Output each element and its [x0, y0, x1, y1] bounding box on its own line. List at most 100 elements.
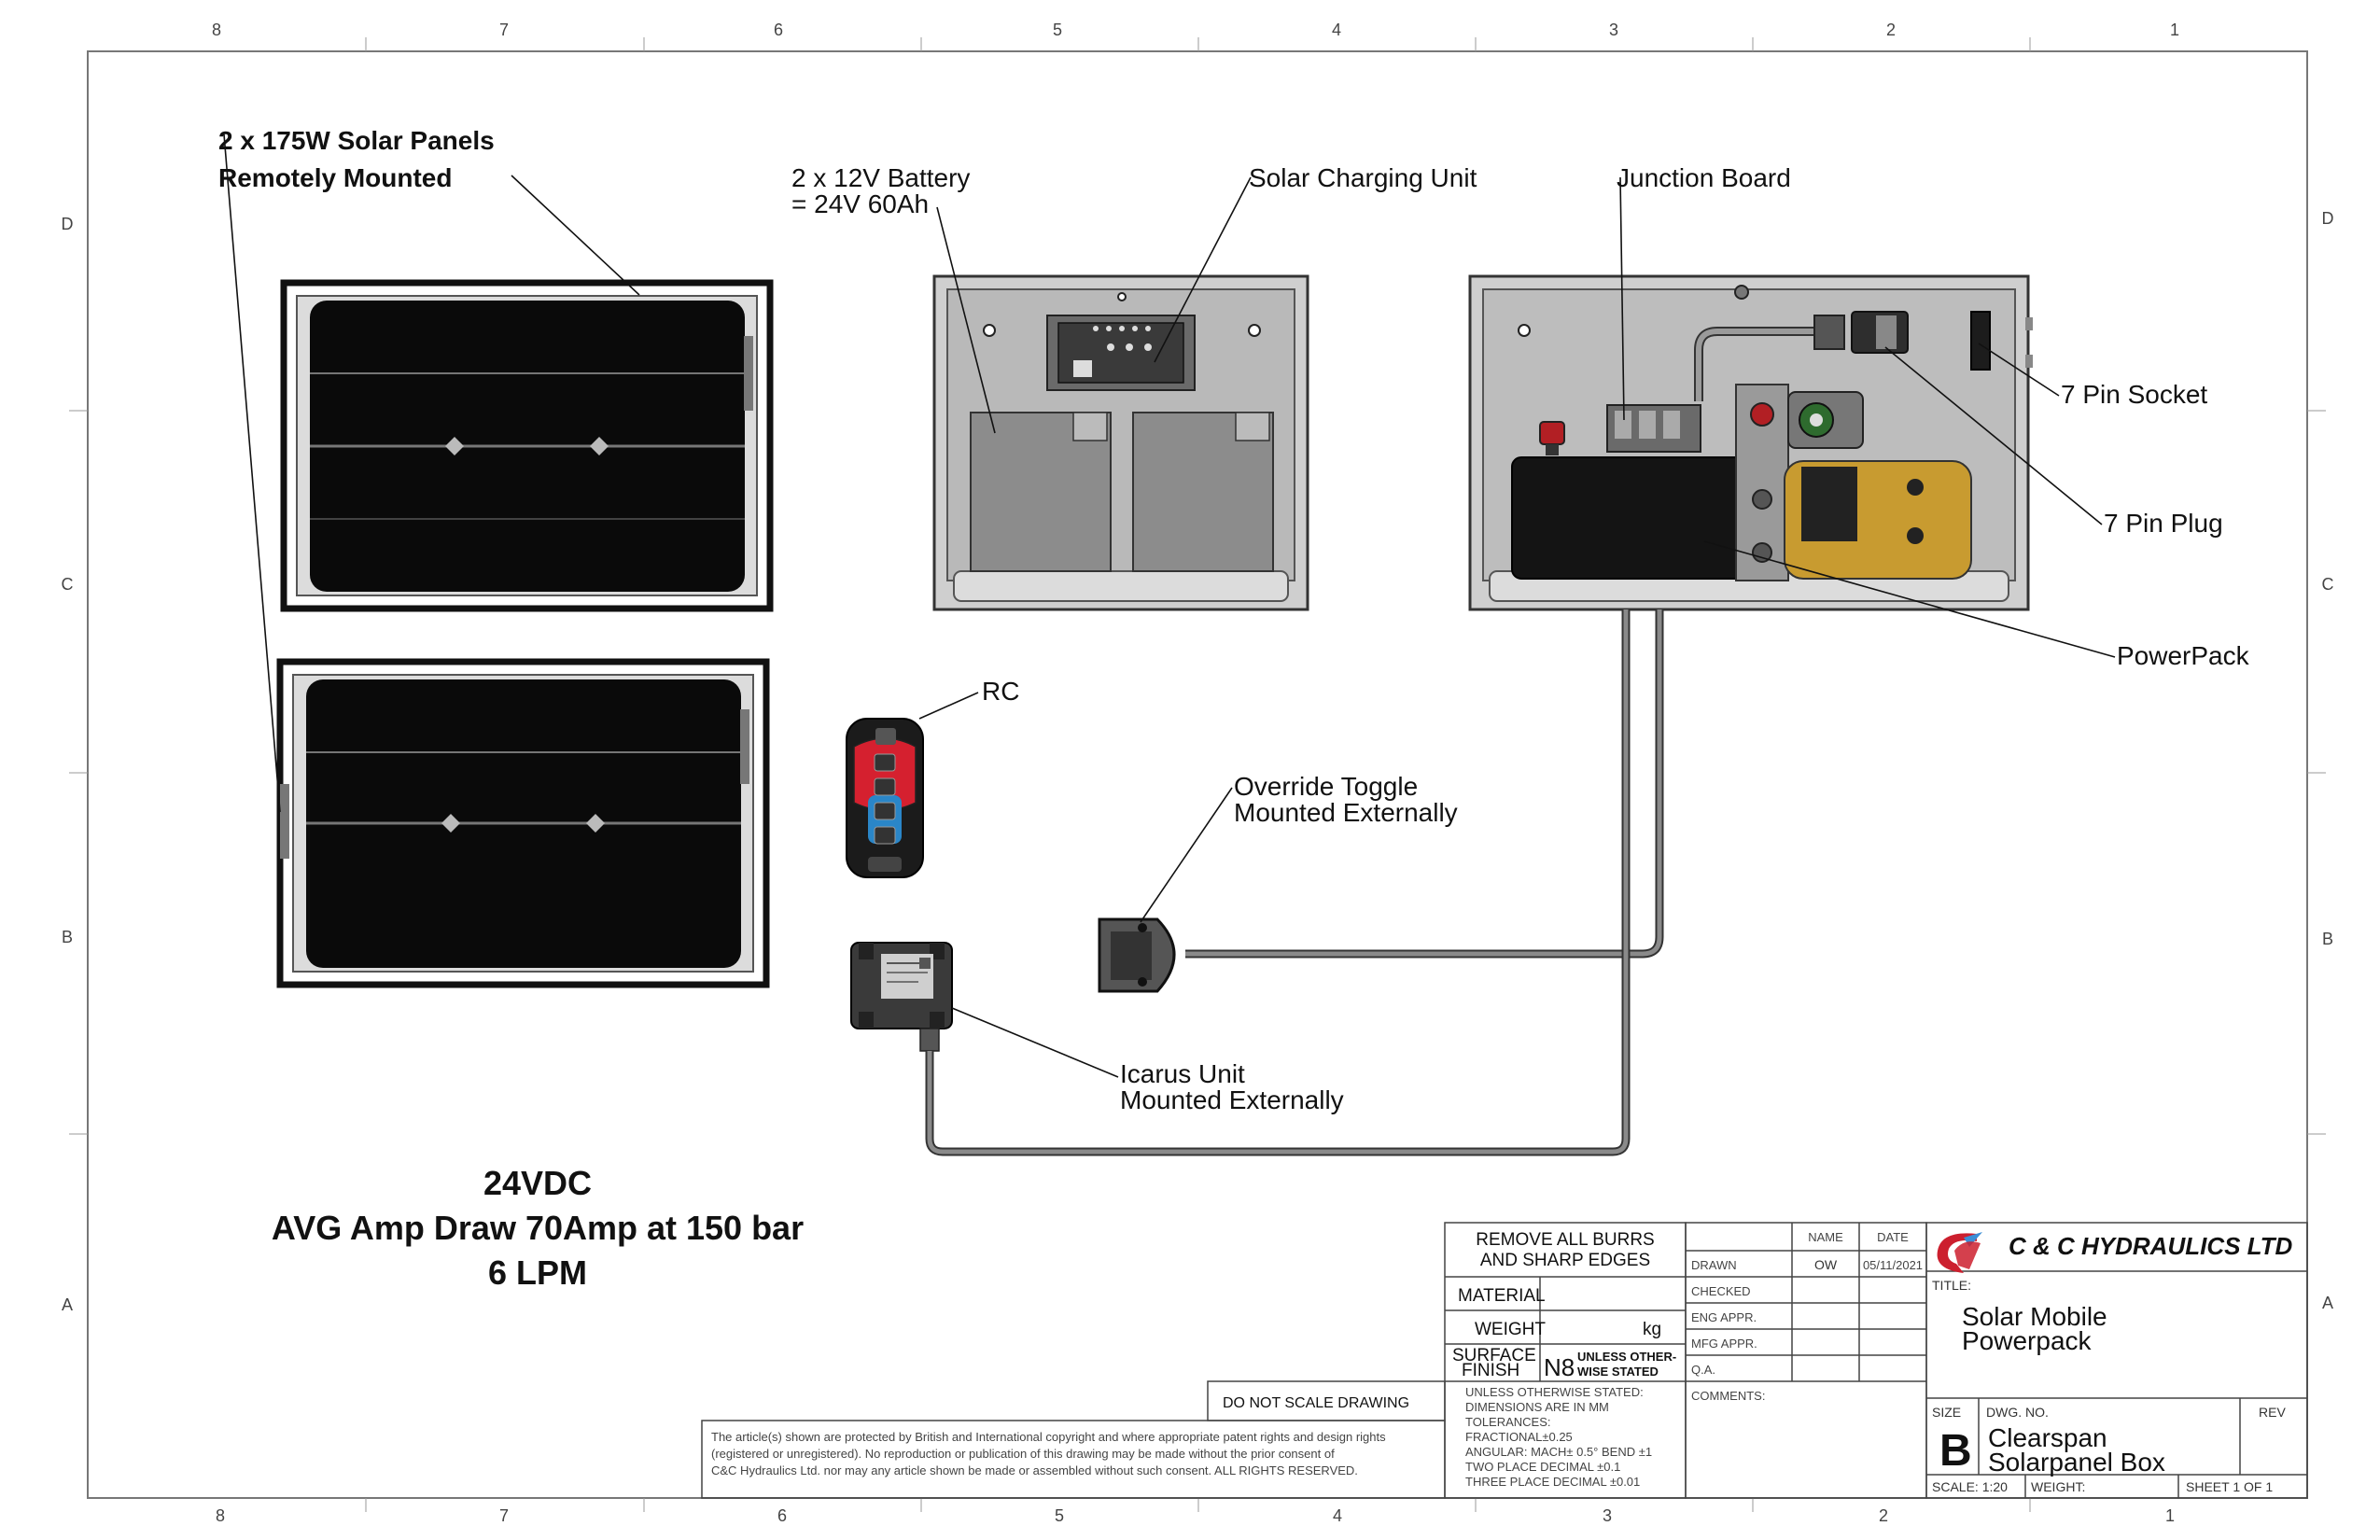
tb-scale: SCALE: 1:20	[1932, 1479, 2008, 1494]
tb-title-label: TITLE:	[1932, 1278, 1971, 1293]
label-icarus-1: Icarus Unit	[1120, 1059, 1245, 1088]
label-battery-1: 2 x 12V Battery	[791, 163, 970, 192]
zone-top-6: 6	[774, 21, 783, 39]
zone-top-4: 4	[1332, 21, 1341, 39]
zone-bottom-3: 3	[1603, 1506, 1612, 1525]
label-battery-2: = 24V 60Ah	[791, 189, 929, 218]
zone-top-8: 8	[212, 21, 221, 39]
zone-top-1: 1	[2170, 21, 2179, 39]
zone-top-7: 7	[499, 21, 509, 39]
tb-finish-code: N8	[1544, 1353, 1575, 1381]
spec-amp-draw: AVG Amp Draw 70Amp at 150 bar	[272, 1209, 804, 1247]
tb-size-label: SIZE	[1932, 1405, 1961, 1420]
title-block-text: REMOVE ALL BURRS AND SHARP EDGES MATERIA…	[711, 1230, 1923, 1489]
tb-qa: Q.A.	[1691, 1363, 1715, 1377]
zone-bottom-4: 4	[1333, 1506, 1342, 1525]
hydraulic-line	[1694, 327, 1839, 401]
label-seven-pin-plug: 7 Pin Plug	[2104, 509, 2223, 538]
tb-weight-unit: kg	[1643, 1320, 1661, 1339]
tb-burrs-1: REMOVE ALL BURRS	[1476, 1230, 1654, 1250]
powerpack-motor	[1511, 384, 1972, 581]
zone-bottom-5: 5	[1055, 1506, 1064, 1525]
battery-box	[932, 274, 1309, 611]
title-block	[701, 1222, 2308, 1499]
zone-left-b: B	[62, 928, 73, 946]
tb-rev-label: REV	[2259, 1405, 2286, 1420]
tb-drawn-name: OW	[1814, 1257, 1838, 1272]
label-seven-pin-socket: 7 Pin Socket	[2061, 380, 2207, 409]
tb-title-2: Powerpack	[1962, 1326, 2093, 1355]
icarus-unit	[850, 942, 953, 1052]
tb-title-1: Solar Mobile	[1962, 1302, 2107, 1331]
tb-copyright-1: (registered or unregistered). No reprodu…	[711, 1447, 1335, 1461]
zone-top-3: 3	[1609, 21, 1618, 39]
tb-tol-3: FRACTIONAL±0.25	[1465, 1430, 1573, 1444]
tb-do-not-scale: DO NOT SCALE DRAWING	[1223, 1395, 1409, 1411]
tb-dwg-no-label: DWG. NO.	[1986, 1405, 2049, 1420]
tb-comments: COMMENTS:	[1691, 1389, 1765, 1403]
tb-unless-2: WISE STATED	[1577, 1365, 1659, 1379]
tb-weight-label: WEIGHT:	[2031, 1479, 2085, 1494]
tb-dwg-1: Clearspan	[1988, 1423, 2107, 1452]
zone-labels-left: D C B A	[62, 215, 74, 1314]
tb-drawn-date: 05/11/2021	[1863, 1258, 1923, 1272]
tb-tol-0: UNLESS OTHERWISE STATED:	[1465, 1385, 1644, 1399]
tb-tol-6: THREE PLACE DECIMAL ±0.01	[1465, 1475, 1640, 1489]
remote-control	[846, 718, 924, 878]
tb-eng-appr: ENG APPR.	[1691, 1310, 1757, 1324]
zone-bottom-2: 2	[1879, 1506, 1888, 1525]
zone-bottom-7: 7	[499, 1506, 509, 1525]
label-icarus-2: Mounted Externally	[1120, 1085, 1344, 1114]
solar-panel-top	[280, 279, 774, 612]
tb-copyright-2: C&C Hydraulics Ltd. nor may any article …	[711, 1463, 1358, 1477]
tb-size: B	[1939, 1426, 1972, 1476]
label-solar-panels-1: 2 x 175W Solar Panels	[218, 126, 495, 155]
override-toggle	[1098, 917, 1176, 993]
label-solar-charging-unit: Solar Charging Unit	[1249, 163, 1477, 192]
callouts: 2 x 175W Solar Panels Remotely Mounted 2…	[218, 126, 2250, 1114]
zone-top-5: 5	[1053, 21, 1062, 39]
zone-labels-top: 8 7 6 5 4 3 2 1	[212, 21, 2179, 39]
zone-left-c: C	[62, 575, 74, 594]
label-override-2: Mounted Externally	[1234, 798, 1458, 827]
label-junction-board: Junction Board	[1617, 163, 1791, 192]
zone-right-c: C	[2322, 575, 2334, 594]
tb-tol-1: DIMENSIONS ARE IN MM	[1465, 1400, 1609, 1414]
zone-labels-bottom: 8 7 6 5 4 3 2 1	[216, 1506, 2175, 1525]
zone-bottom-8: 8	[216, 1506, 225, 1525]
company-logo	[1937, 1232, 1982, 1273]
label-powerpack: PowerPack	[2117, 641, 2250, 670]
tb-company: C & C HYDRAULICS LTD	[2009, 1232, 2293, 1260]
tb-sheet: SHEET 1 OF 1	[2186, 1479, 2273, 1494]
tb-burrs-2: AND SHARP EDGES	[1480, 1251, 1650, 1270]
seven-pin-socket	[1813, 311, 1991, 371]
tb-unless-1: UNLESS OTHER-	[1577, 1350, 1676, 1364]
leader-lines	[223, 133, 2116, 1078]
spec-flow: 6 LPM	[488, 1253, 587, 1292]
tb-tol-2: TOLERANCES:	[1465, 1415, 1551, 1429]
tb-mfg-appr: MFG APPR.	[1691, 1337, 1757, 1351]
tb-col-name: NAME	[1808, 1230, 1843, 1244]
spec-voltage: 24VDC	[483, 1164, 592, 1202]
solar-panel-bottom	[276, 658, 770, 988]
zone-right-d: D	[2322, 209, 2334, 228]
solar-charge-controller	[1046, 315, 1196, 391]
label-rc: RC	[982, 677, 1019, 706]
tb-tol-4: ANGULAR: MACH± 0.5° BEND ±1	[1465, 1445, 1652, 1459]
tb-col-date: DATE	[1877, 1230, 1909, 1244]
zone-right-b: B	[2322, 930, 2333, 948]
zone-right-a: A	[2322, 1294, 2333, 1312]
tb-surface-1: SURFACE	[1452, 1346, 1536, 1365]
tb-dwg-2: Solarpanel Box	[1988, 1448, 2165, 1477]
tb-surface-2: FINISH	[1462, 1361, 1519, 1380]
specs: 24VDC AVG Amp Draw 70Amp at 150 bar 6 LP…	[272, 1164, 804, 1292]
zone-bottom-1: 1	[2165, 1506, 2175, 1525]
zone-bottom-6: 6	[777, 1506, 787, 1525]
cables	[925, 609, 1664, 1156]
label-solar-panels-2: Remotely Mounted	[218, 163, 452, 192]
tb-material: MATERIAL	[1458, 1286, 1546, 1306]
tb-weight: WEIGHT	[1475, 1320, 1546, 1339]
tb-drawn: DRAWN	[1691, 1258, 1737, 1272]
zone-top-2: 2	[1886, 21, 1896, 39]
